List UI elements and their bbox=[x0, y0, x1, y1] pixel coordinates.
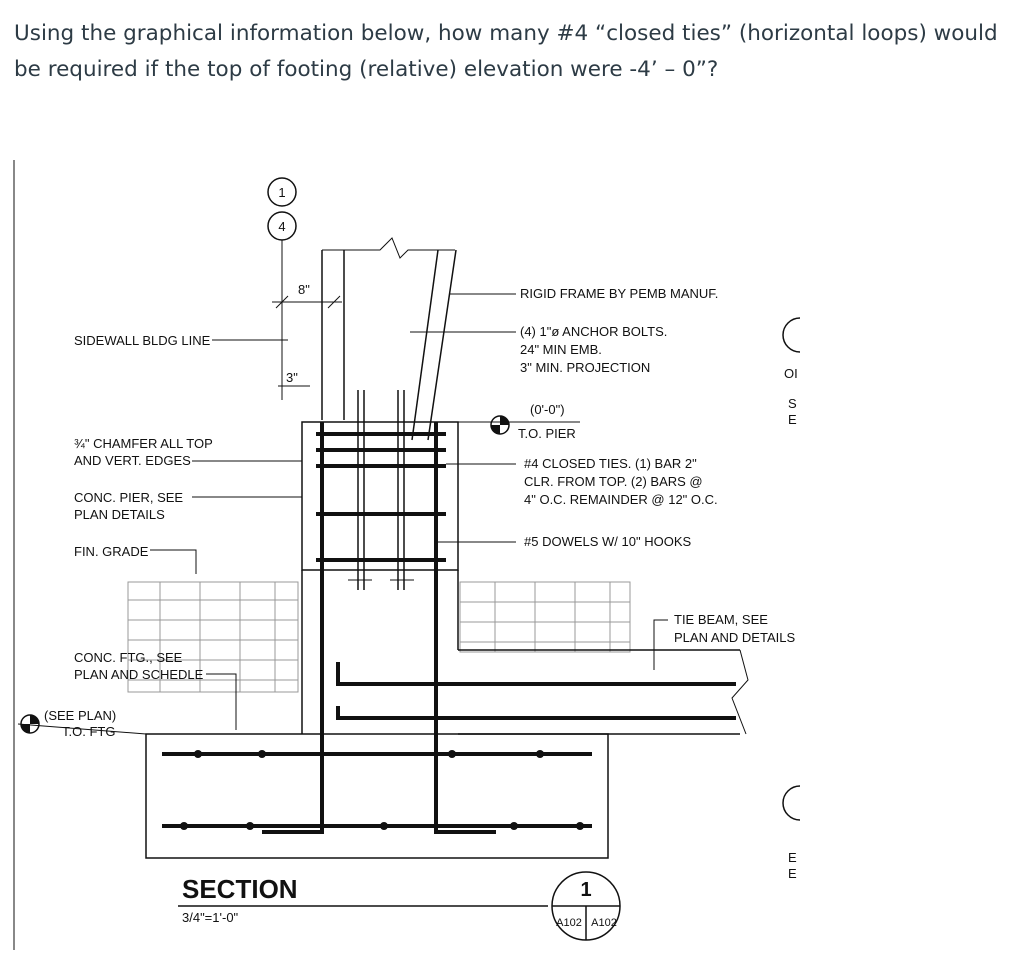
label-topier-1: (0'-0") bbox=[530, 402, 565, 417]
label-anchor-1: (4) 1"ø ANCHOR BOLTS. bbox=[520, 324, 667, 339]
dowel-hook-left bbox=[262, 422, 324, 834]
edge-text-5: E bbox=[788, 866, 797, 881]
label-sidewall: SIDEWALL BLDG LINE bbox=[74, 333, 211, 348]
label-ties-1: #4 CLOSED TIES. (1) BAR 2" bbox=[524, 456, 697, 471]
label-anchor-3: 3" MIN. PROJECTION bbox=[520, 360, 650, 375]
label-ties-3: 4" O.C. REMAINDER @ 12" O.C. bbox=[524, 492, 718, 507]
section-title: SECTION bbox=[182, 874, 298, 904]
break-line bbox=[322, 237, 455, 259]
label-tofg-2: T.O. FTG bbox=[62, 724, 115, 739]
elevation-marker-fill bbox=[30, 715, 39, 724]
clipped-bubble-top bbox=[782, 317, 801, 353]
concrete-footing bbox=[145, 733, 609, 859]
question-text: Using the graphical information below, h… bbox=[14, 21, 998, 82]
grid-bubble-top bbox=[267, 177, 297, 207]
label-tiebeam-2: PLAN AND DETAILS bbox=[674, 630, 795, 645]
section-ref-right: A102 bbox=[591, 917, 617, 929]
label-pier-1: CONC. PIER, SEE bbox=[74, 490, 183, 505]
edge-text-2: S bbox=[788, 396, 797, 411]
edge-text-3: E bbox=[788, 412, 797, 427]
elevation-marker-fill bbox=[500, 416, 509, 425]
elevation-marker-fill bbox=[491, 425, 500, 434]
tie-beam-break bbox=[731, 649, 749, 735]
leader-ftg bbox=[206, 673, 237, 730]
frame-flange bbox=[411, 249, 439, 441]
label-ftg-1: CONC. FTG., SEE bbox=[74, 650, 183, 665]
section-scale: 3/4"=1'-0" bbox=[182, 910, 239, 925]
dimension-8-label: 8" bbox=[298, 282, 310, 297]
label-chamfer-1: ¾" CHAMFER ALL TOP bbox=[74, 436, 213, 451]
edge-text-4: E bbox=[788, 850, 797, 865]
label-grade: FIN. GRADE bbox=[74, 544, 149, 559]
footing-bar-dots bbox=[180, 750, 584, 830]
leader-tofg bbox=[17, 723, 147, 735]
dimension-3-label: 3" bbox=[286, 370, 298, 385]
label-anchor-2: 24" MIN EMB. bbox=[520, 342, 602, 357]
edge-text-1: OI bbox=[784, 366, 798, 381]
label-tofg-1: (SEE PLAN) bbox=[44, 708, 116, 723]
label-chamfer-2: AND VERT. EDGES bbox=[74, 453, 191, 468]
tie-beam-bar-bottom bbox=[336, 706, 736, 720]
concrete-pier bbox=[301, 421, 459, 571]
tie-beam-bar-top bbox=[336, 662, 736, 686]
label-pier-2: PLAN DETAILS bbox=[74, 507, 165, 522]
label-ties-2: CLR. FROM TOP. (2) BARS @ bbox=[524, 474, 703, 489]
section-ref-left: A102 bbox=[556, 917, 582, 929]
label-ftg-2: PLAN AND SCHEDLE bbox=[74, 667, 204, 682]
elevation-marker-fill bbox=[21, 724, 30, 733]
label-tiebeam-1: TIE BEAM, SEE bbox=[674, 612, 768, 627]
dimension-tick bbox=[327, 295, 341, 309]
label-rigid: RIGID FRAME BY PEMB MANUF. bbox=[520, 286, 718, 301]
leader-tiebeam bbox=[653, 619, 668, 670]
grid-bubble-top-label: 1 bbox=[278, 185, 285, 200]
label-dowels: #5 DOWELS W/ 10" HOOKS bbox=[524, 534, 691, 549]
soil-hatch-left bbox=[127, 581, 299, 693]
soil-hatch-right bbox=[459, 581, 631, 653]
frame-flange bbox=[427, 249, 457, 441]
section-number: 1 bbox=[580, 879, 591, 901]
leader-grade bbox=[150, 549, 197, 574]
dowel-hook-right bbox=[434, 422, 496, 834]
label-topier-2: T.O. PIER bbox=[518, 426, 576, 441]
grid-bubble-bottom-label: 4 bbox=[278, 219, 285, 234]
dimension-tick bbox=[275, 295, 289, 309]
clipped-bubble-bottom bbox=[782, 785, 801, 821]
section-detail-drawing: 1 4 8" 3" bbox=[13, 160, 801, 950]
